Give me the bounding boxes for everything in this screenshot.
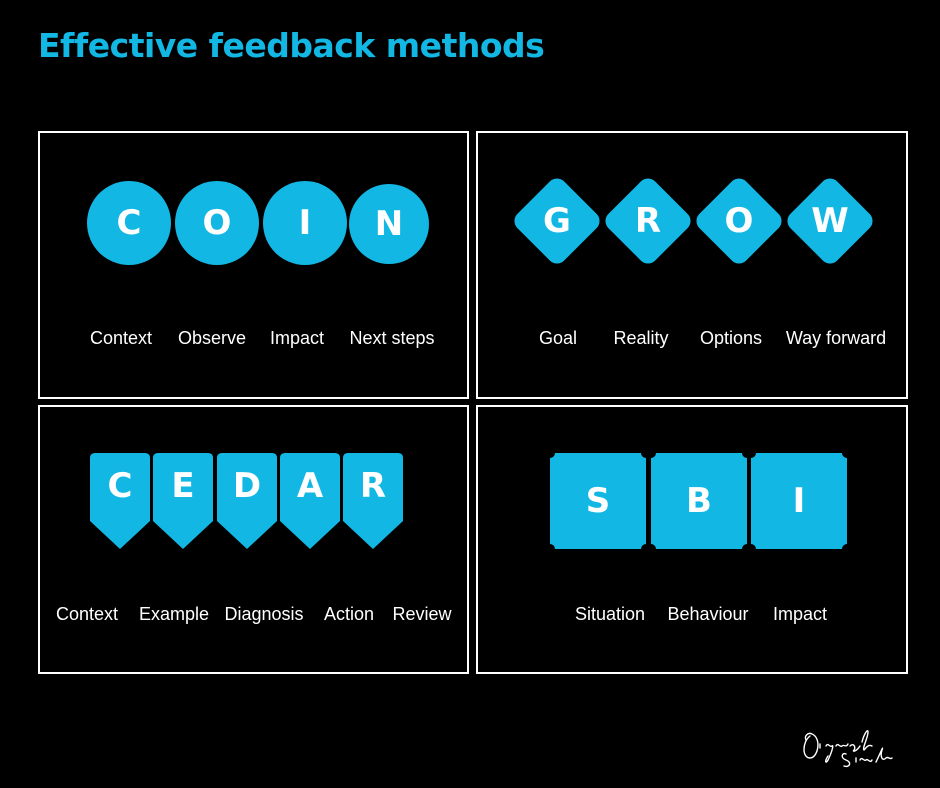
grow-letter: O bbox=[724, 201, 754, 241]
banner-shape bbox=[343, 453, 403, 549]
sbi-panel bbox=[476, 405, 908, 674]
coin-letter-c-circle: C bbox=[87, 181, 171, 265]
cedar-letter: E bbox=[171, 466, 195, 506]
cedar-panel bbox=[38, 405, 469, 674]
grow-letter-g-diamond: G bbox=[510, 174, 604, 268]
coin-label: Observe bbox=[177, 328, 247, 348]
coin-letter-i-circle: I bbox=[263, 181, 347, 265]
banner-shape bbox=[280, 453, 340, 549]
coin-letter: C bbox=[116, 203, 142, 243]
signature-logo bbox=[803, 730, 893, 768]
grow-letter: W bbox=[811, 201, 849, 241]
cedar-label: Example bbox=[138, 604, 210, 624]
grow-letter-w-diamond: W bbox=[783, 174, 877, 268]
coin-letter-n-circle: N bbox=[349, 184, 429, 264]
cedar-letter: R bbox=[359, 466, 387, 506]
ticket-shape bbox=[751, 453, 847, 549]
grow-label: Options bbox=[699, 328, 763, 348]
coin-letter-o-circle: O bbox=[175, 181, 259, 265]
coin-panel bbox=[38, 131, 469, 399]
banner-shape bbox=[153, 453, 213, 549]
cedar-letter-e-banner: E bbox=[153, 453, 213, 549]
ticket-shape bbox=[651, 453, 747, 549]
cedar-letter-c-banner: C bbox=[90, 453, 150, 549]
grow-letter-r-diamond: R bbox=[601, 174, 695, 268]
banner-shape bbox=[90, 453, 150, 549]
grow-letter: R bbox=[634, 201, 662, 241]
ticket-shape bbox=[550, 453, 646, 549]
cedar-label: Review bbox=[392, 604, 452, 624]
coin-letter: O bbox=[202, 203, 232, 243]
sbi-label: Impact bbox=[772, 604, 828, 624]
cedar-letter: C bbox=[107, 466, 133, 506]
page-title: Effective feedback methods bbox=[38, 26, 545, 65]
grow-panel bbox=[476, 131, 908, 399]
grow-label: Goal bbox=[538, 328, 578, 348]
sbi-letter: S bbox=[585, 481, 611, 521]
sbi-letter: B bbox=[686, 481, 712, 521]
grow-letter: G bbox=[543, 201, 571, 241]
sbi-letter-s-ticket: S bbox=[550, 453, 646, 549]
coin-label: Impact bbox=[269, 328, 325, 348]
grow-letter-o-diamond: O bbox=[692, 174, 786, 268]
cedar-label: Diagnosis bbox=[224, 604, 304, 624]
sbi-letter-b-ticket: B bbox=[651, 453, 747, 549]
sbi-letter: I bbox=[792, 481, 806, 521]
banner-shape bbox=[217, 453, 277, 549]
cedar-letter-r-banner: R bbox=[343, 453, 403, 549]
cedar-letter-a-banner: A bbox=[280, 453, 340, 549]
grow-label: Reality bbox=[613, 328, 669, 348]
coin-letter: I bbox=[298, 203, 312, 243]
sbi-letter-i-ticket: I bbox=[751, 453, 847, 549]
cedar-letter: A bbox=[296, 466, 324, 506]
sbi-label: Situation bbox=[574, 604, 646, 624]
sbi-label: Behaviour bbox=[667, 604, 749, 624]
coin-label: Next steps bbox=[349, 328, 435, 348]
cedar-label: Action bbox=[323, 604, 375, 624]
cedar-label: Context bbox=[55, 604, 119, 624]
coin-label: Context bbox=[89, 328, 153, 348]
coin-letter: N bbox=[374, 204, 404, 244]
grow-label: Way forward bbox=[785, 328, 887, 348]
cedar-letter: D bbox=[232, 466, 262, 506]
cedar-letter-d-banner: D bbox=[217, 453, 277, 549]
